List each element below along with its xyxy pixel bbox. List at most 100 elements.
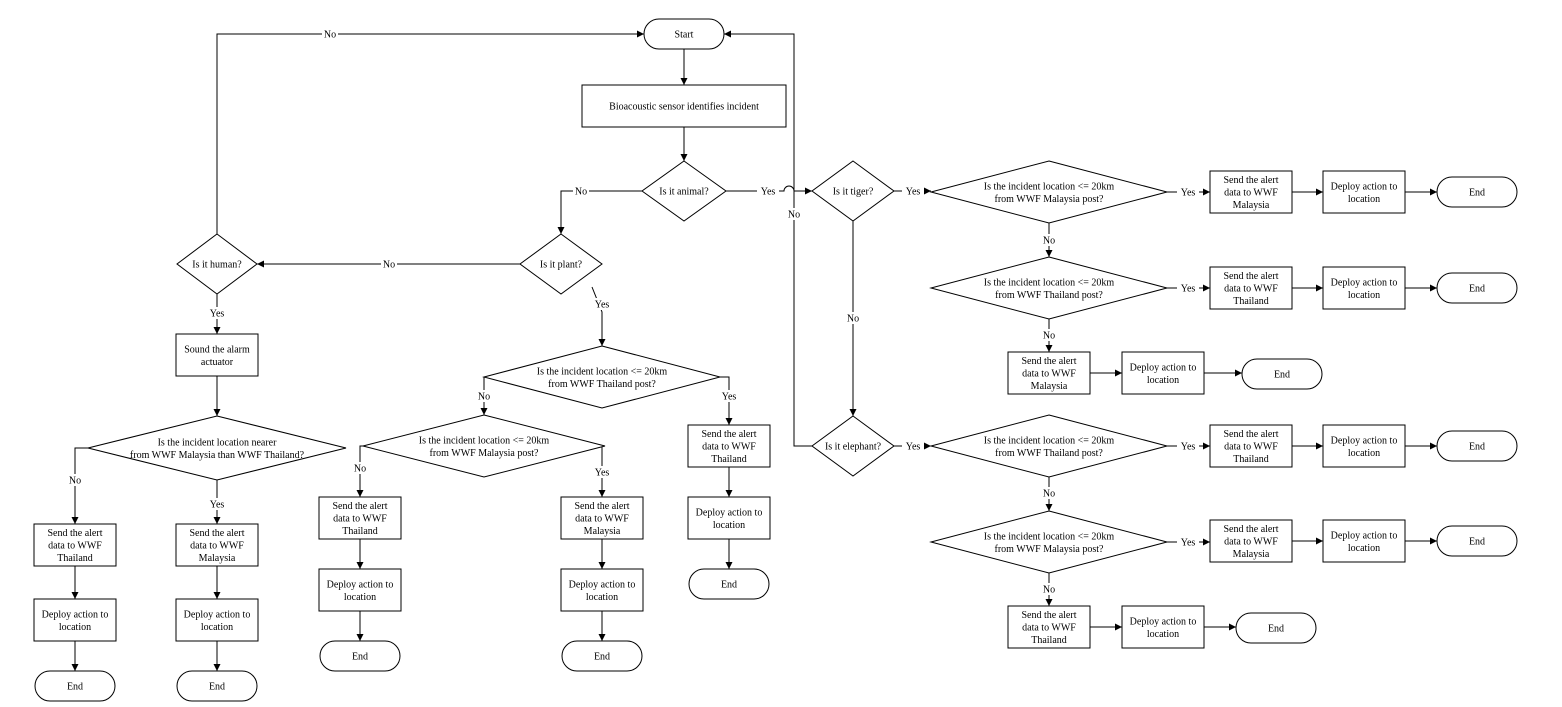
animal-decision: Is it animal? [641,160,727,222]
connector-label-yes: Yes [722,392,737,403]
connector-label-yes: Yes [906,187,921,198]
p-end1-terminal: End [319,640,401,672]
connector-label-no: No [383,260,395,271]
e-end1-terminal: End [1436,430,1518,462]
e-end3-terminal: End [1235,612,1317,644]
node-label: End [1274,370,1290,381]
node-label: End [209,682,225,693]
connector-label-yes: Yes [1181,538,1196,549]
plant-decision: Is it plant? [519,233,603,295]
connector-label-no: No [1043,489,1055,500]
connector-label-yes: Yes [1181,188,1196,199]
connector-label-yes: Yes [595,300,610,311]
connector-label-yes: Yes [1181,442,1196,453]
node-label: Is it plant? [540,260,583,271]
node-label: Start [675,30,694,41]
connector-label-no: No [324,30,336,41]
connector-label-yes: Yes [1181,284,1196,295]
node-label: Bioacoustic sensor identifies incident [609,102,759,113]
node-label: End [1469,537,1485,548]
connector-label-yes: Yes [906,442,921,453]
connector-9 [71,447,88,524]
node-label: End [1469,188,1485,199]
node-label: End [1268,624,1284,635]
p-end2-terminal: End [561,640,643,672]
connector-label-no: No [575,187,587,198]
node-label: Is it animal? [659,187,709,198]
tiger-decision: Is it tiger? [811,160,895,222]
connector-18 [356,445,364,497]
connector-label-no: No [478,392,490,403]
node-label: End [67,682,83,693]
node-label: End [1469,442,1485,453]
connector-label-no: No [354,464,366,475]
node-label: End [594,652,610,663]
node-label: Is it elephant? [825,442,882,453]
sensor-process: Bioacoustic sensor identifies incident [581,84,787,128]
t-end2-terminal: End [1436,272,1518,304]
node-label: End [721,580,737,591]
node-label: Is it human? [192,260,242,271]
connector-label-no: No [69,476,81,487]
elephant-decision: Is it elephant? [811,415,895,477]
connector-3 [557,190,642,234]
connector-label-no: No [1043,236,1055,247]
connector-label-yes: Yes [595,468,610,479]
connector-17 [720,376,733,425]
connector-label-no: No [788,210,800,221]
t-end1-terminal: End [1436,176,1518,208]
connector-6 [216,30,644,234]
node-label: Is it tiger? [833,187,874,198]
e-end2-terminal: End [1436,525,1518,557]
node-label: End [1469,284,1485,295]
